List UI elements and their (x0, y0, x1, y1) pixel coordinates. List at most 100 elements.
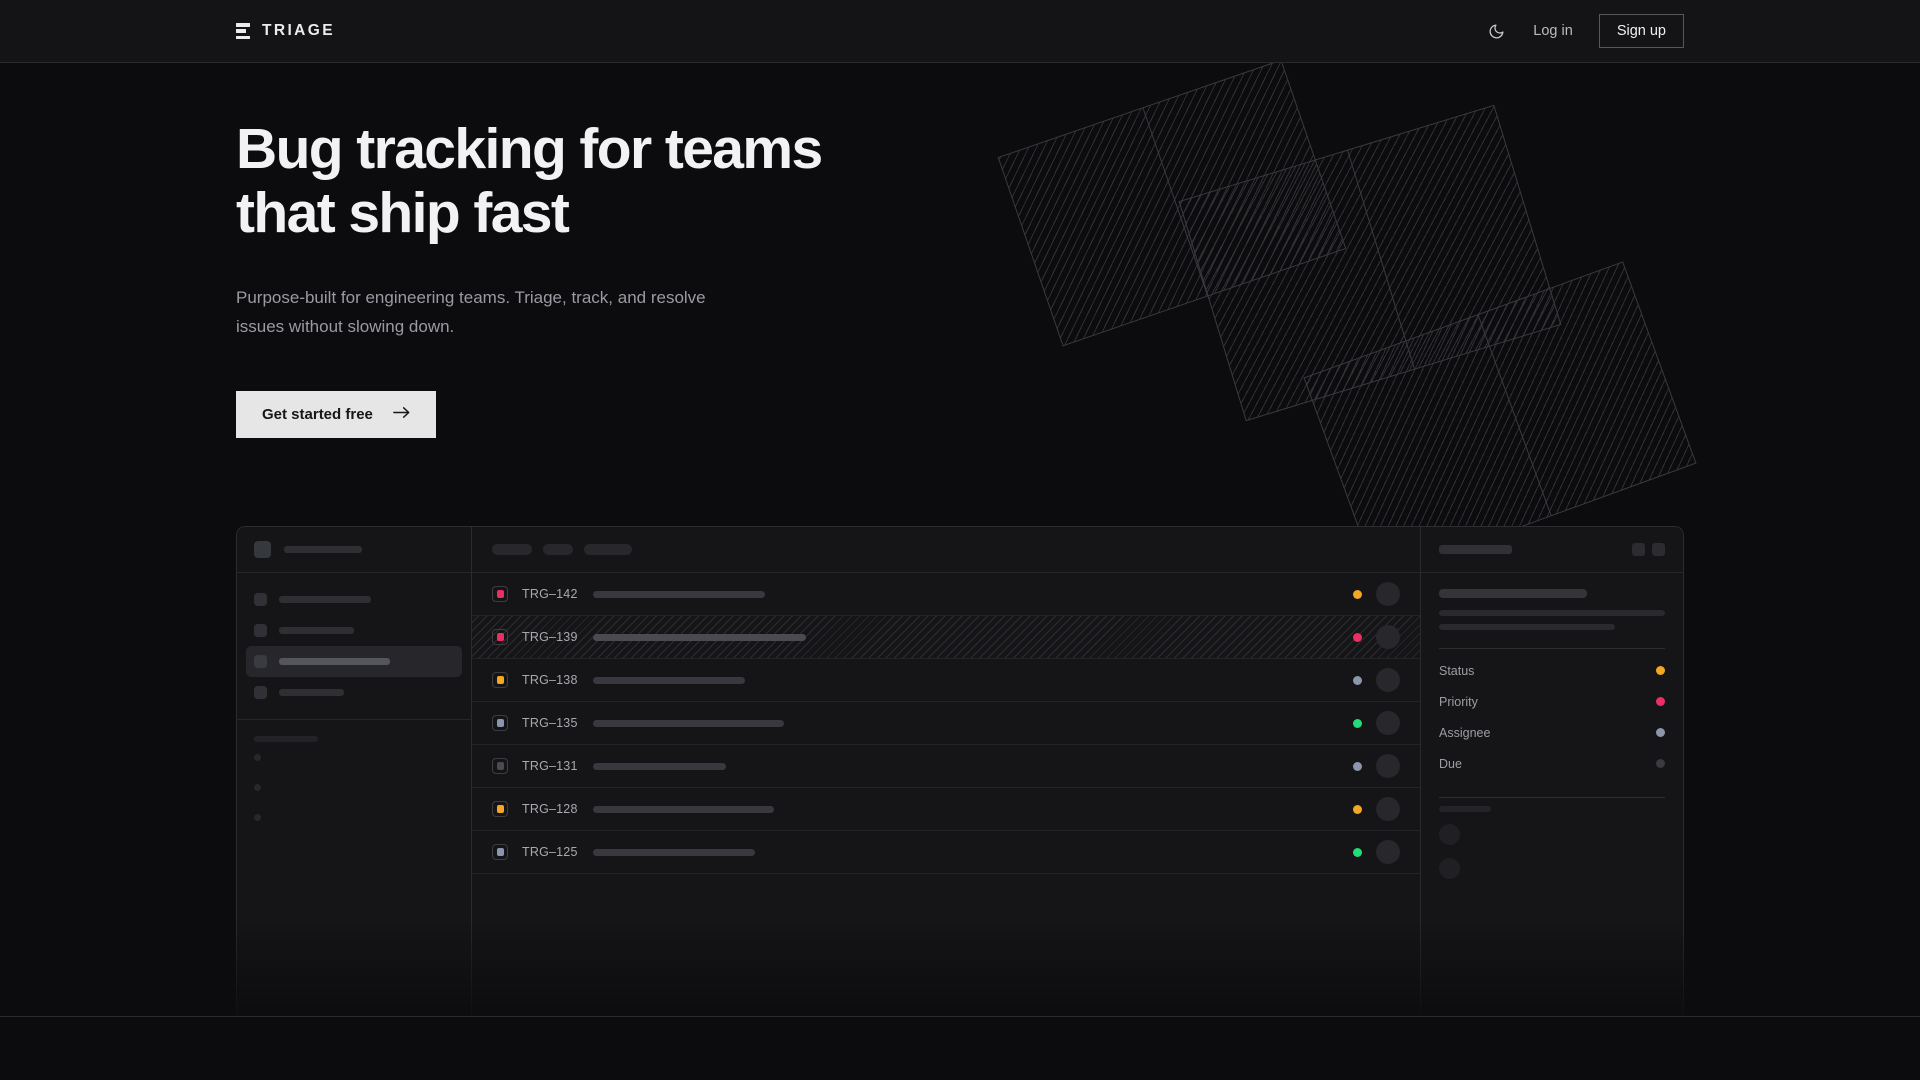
sidebar-section-label (254, 736, 318, 743)
hero-stage: Bug tracking for teams that ship fast Pu… (0, 63, 1920, 1080)
divider (1439, 797, 1665, 799)
mockup-detail-panel: Status Priority Assignee Due (1421, 527, 1683, 1017)
detail-panel-header (1421, 527, 1683, 574)
mockup-issue-list: TRG–142 TRG–139 TRG–138 (472, 527, 1421, 1017)
status-badge (1353, 632, 1362, 642)
get-started-button[interactable]: Get started free (236, 391, 436, 439)
priority-value-dot (1656, 697, 1665, 707)
sidebar-item-label (279, 596, 371, 604)
issue-title-skeleton (593, 633, 806, 641)
sidebar-sub-item[interactable] (254, 742, 454, 772)
status-badge (1353, 847, 1362, 857)
page-title: Bug tracking for teams that ship fast (236, 63, 896, 246)
priority-chip (492, 672, 508, 689)
sidebar-item-icon (254, 686, 267, 700)
sidebar-item-4[interactable] (246, 677, 462, 708)
detail-meta-row-status[interactable]: Status (1439, 655, 1665, 686)
priority-chip (492, 715, 508, 732)
priority-chip (492, 844, 508, 861)
sidebar-item-label (279, 689, 344, 697)
detail-action-button[interactable] (1632, 543, 1645, 557)
detail-activity-section (1439, 806, 1665, 880)
priority-chip (492, 586, 508, 603)
priority-chip (492, 801, 508, 818)
issue-id: TRG–139 (522, 630, 578, 645)
sidebar-item-icon (254, 655, 267, 669)
sidebar-item-label (279, 627, 354, 635)
avatar (1376, 754, 1400, 779)
status-badge (1353, 675, 1362, 685)
sidebar-item-icon (254, 624, 267, 638)
issue-title-skeleton (593, 719, 784, 727)
activity-label-skeleton (1439, 806, 1491, 813)
table-row[interactable]: TRG–131 (472, 745, 1420, 789)
detail-title-skeleton (1439, 545, 1512, 555)
priority-chip (492, 629, 508, 646)
issue-id: TRG–131 (522, 759, 578, 774)
avatar (1376, 625, 1400, 650)
hero-section: Bug tracking for teams that ship fast Pu… (0, 63, 1920, 439)
mockup-sidebar (237, 527, 472, 1017)
brand-logo[interactable]: TRIAGE (236, 22, 335, 40)
sidebar-sub-item[interactable] (254, 772, 454, 802)
list-filter-toolbar (472, 527, 1420, 574)
table-row[interactable]: TRG–138 (472, 659, 1420, 703)
table-row[interactable]: TRG–139 (472, 616, 1420, 660)
issue-id: TRG–128 (522, 802, 578, 817)
cta-label: Get started free (262, 406, 373, 424)
priority-chip (492, 758, 508, 775)
meta-label: Status (1439, 663, 1475, 678)
arrow-right-icon (393, 406, 410, 423)
top-navigation-bar: TRIAGE Log in Sign up (0, 0, 1920, 63)
workspace-switcher[interactable] (237, 527, 471, 574)
detail-text-skeleton (1439, 624, 1616, 631)
filter-chip[interactable] (584, 544, 632, 556)
meta-label: Due (1439, 756, 1462, 771)
issue-id: TRG–142 (522, 587, 578, 602)
detail-meta-row-due[interactable]: Due (1439, 748, 1665, 779)
avatar (1376, 668, 1400, 693)
hero-subtext: Purpose-built for engineering teams. Tri… (236, 287, 706, 336)
sidebar-item-label (279, 658, 390, 666)
nav-actions: Log in Sign up (1485, 14, 1684, 48)
bullet-icon (254, 813, 261, 821)
sidebar-item-3-active[interactable] (246, 646, 462, 678)
issue-title-skeleton (593, 676, 745, 684)
workspace-name-skeleton (284, 546, 362, 554)
status-value-dot (1656, 666, 1665, 676)
sidebar-section (237, 720, 471, 848)
detail-meta-row-priority[interactable]: Priority (1439, 686, 1665, 717)
meta-label: Priority (1439, 694, 1478, 709)
status-badge (1353, 761, 1362, 771)
detail-meta-row-assignee[interactable]: Assignee (1439, 717, 1665, 748)
filter-chip[interactable] (543, 544, 573, 556)
login-link[interactable]: Log in (1533, 23, 1573, 39)
detail-action-button[interactable] (1652, 543, 1665, 557)
avatar (1376, 582, 1400, 607)
detail-text-skeleton (1439, 610, 1665, 617)
detail-panel-body: Status Priority Assignee Due (1421, 573, 1683, 908)
table-row[interactable]: TRG–142 (472, 573, 1420, 617)
signup-button[interactable]: Sign up (1598, 14, 1684, 48)
avatar (1376, 711, 1400, 736)
table-row[interactable]: TRG–128 (472, 788, 1420, 832)
moon-icon[interactable] (1485, 20, 1507, 42)
bullet-icon (254, 753, 261, 761)
status-badge (1353, 718, 1362, 728)
avatar (1376, 797, 1400, 822)
due-value-dot (1656, 759, 1665, 769)
sidebar-nav-list (237, 573, 471, 721)
meta-label: Assignee (1439, 725, 1491, 740)
headline-line-1: Bug tracking for teams (236, 117, 823, 181)
sidebar-sub-item[interactable] (254, 802, 454, 832)
headline-line-2: that ship fast (236, 180, 570, 245)
avatar (1439, 824, 1460, 846)
filter-chip[interactable] (492, 544, 532, 556)
table-row[interactable]: TRG–135 (472, 702, 1420, 746)
status-badge (1353, 589, 1362, 599)
issue-title-skeleton (593, 805, 774, 813)
table-row[interactable]: TRG–125 (472, 831, 1420, 875)
sidebar-item-2[interactable] (246, 615, 462, 646)
sidebar-item-1[interactable] (246, 584, 462, 615)
issue-id: TRG–135 (522, 716, 578, 731)
